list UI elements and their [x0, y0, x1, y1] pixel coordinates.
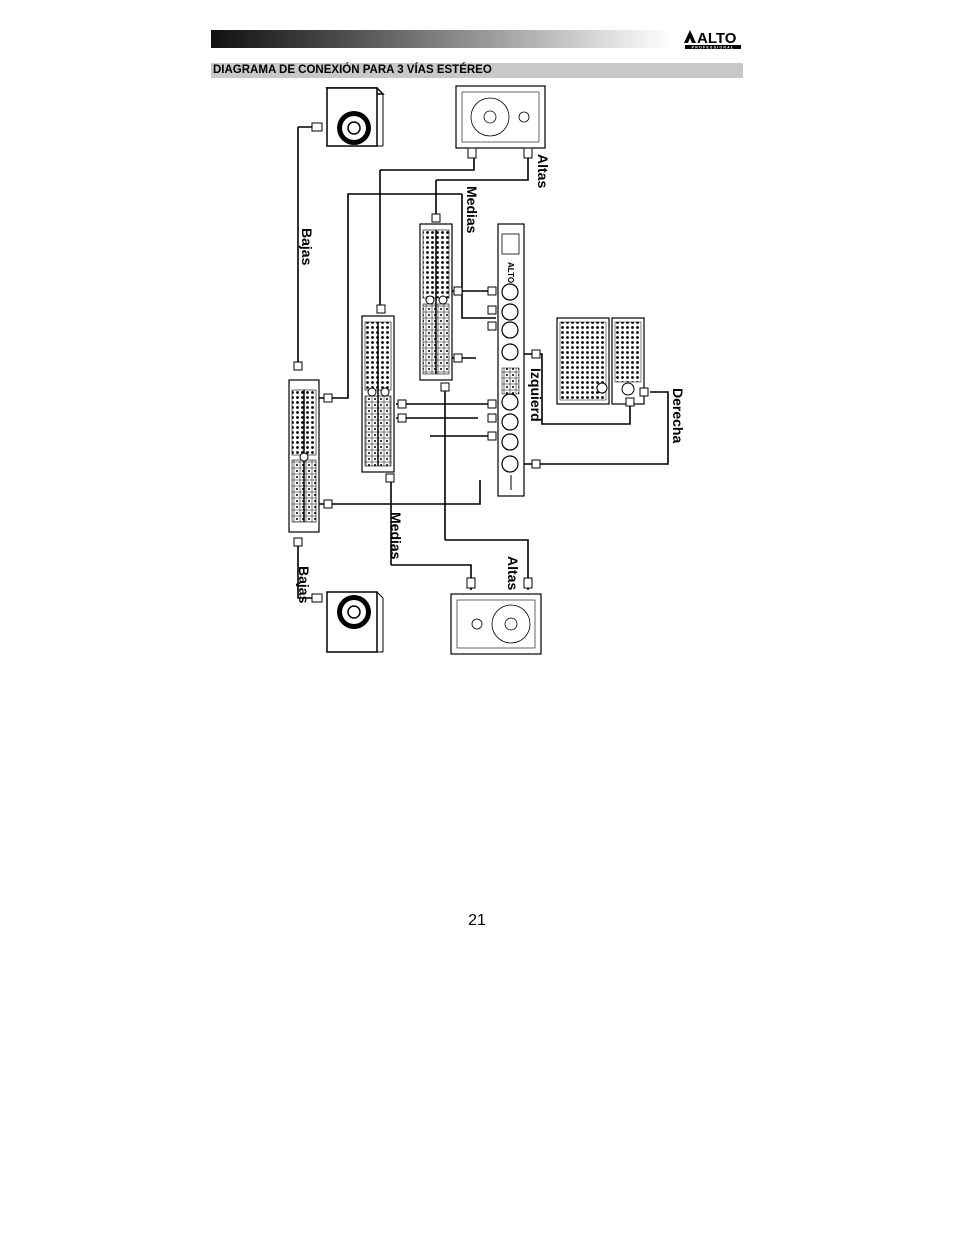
label-medias-bottom: Medias [388, 512, 404, 560]
label-altas-bottom: Altas [505, 556, 521, 590]
crossover-logo: ALTO [506, 262, 515, 283]
subwoofer-bottom [326, 591, 384, 653]
amplifier-bass [288, 379, 320, 533]
label-medias-top: Medias [464, 186, 480, 234]
logo-subtext: PROFESSIONAL [692, 46, 735, 50]
label-altas-top: Altas [535, 154, 551, 188]
crossover-unit: ALTO [497, 223, 525, 497]
label-derecha: Derecha [670, 388, 686, 443]
header-gradient-bar [211, 30, 672, 48]
alto-logo-graphic: ALTO PROFESSIONAL [684, 30, 741, 50]
label-izquierda: Izquierd [528, 368, 544, 422]
logo-text: ALTO [697, 30, 737, 47]
mixer [556, 317, 645, 405]
subwoofer-top [325, 87, 385, 147]
connectors [293, 122, 649, 603]
page-number: 21 [468, 912, 486, 929]
cables [297, 126, 669, 599]
label-bajas-top: Bajas [299, 228, 315, 266]
alto-logo: ALTO PROFESSIONAL [684, 28, 742, 50]
amplifier-mid [361, 315, 395, 473]
connection-diagram: ALTO [280, 80, 700, 670]
amplifier-high [419, 223, 453, 381]
full-range-speaker-top [455, 85, 546, 149]
full-range-speaker-bottom [450, 593, 542, 655]
label-bajas-bottom: Bajas [296, 566, 312, 604]
connection-diagram-svg: ALTO [288, 85, 686, 655]
section-title: DIAGRAMA DE CONEXIÓN PARA 3 VÍAS ESTÉREO [211, 63, 743, 78]
